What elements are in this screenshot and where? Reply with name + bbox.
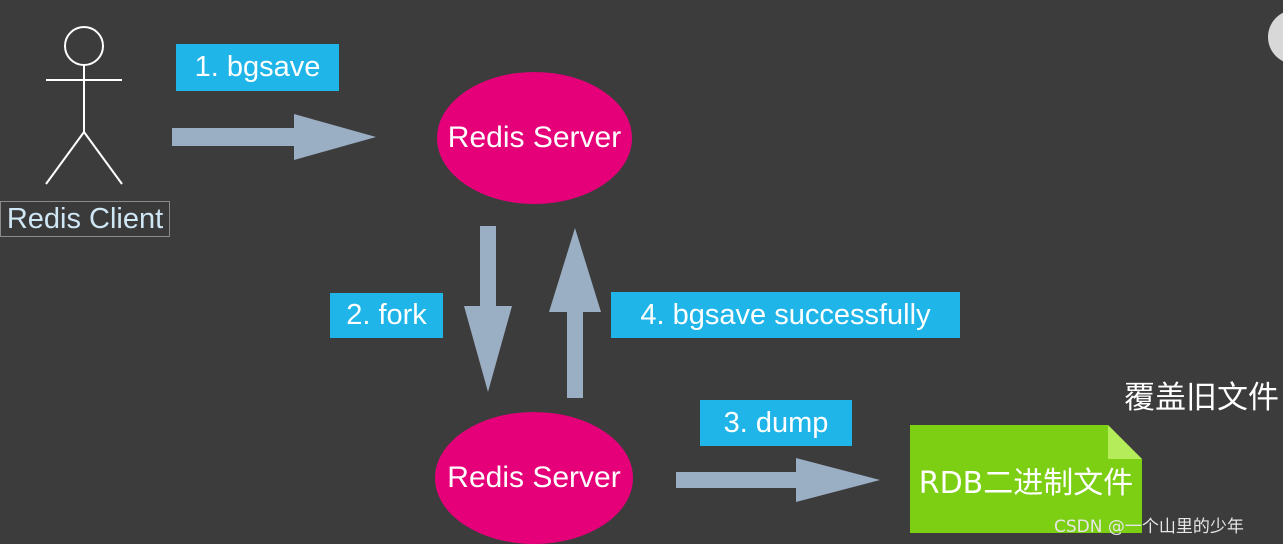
step-1-label: 1. bgsave xyxy=(176,44,339,91)
overwrite-old-file-note: 覆盖旧文件 xyxy=(1124,380,1279,416)
arrow-right-bgsave xyxy=(172,114,376,160)
csdn-watermark: CSDN @一个山里的少年 xyxy=(1054,517,1244,537)
step-4-label: 4. bgsave successfully xyxy=(611,292,960,338)
rdb-file-icon xyxy=(910,425,1142,533)
redis-client-label: Redis Client xyxy=(0,201,170,237)
arrow-up-success xyxy=(549,228,601,398)
step-2-label: 2. fork xyxy=(330,293,443,338)
arrow-down-fork xyxy=(464,226,512,392)
redis-server-bottom: Redis Server xyxy=(435,412,633,544)
step-3-label: 3. dump xyxy=(700,400,852,446)
corner-circle-icon xyxy=(1268,10,1283,64)
arrow-right-dump xyxy=(676,458,880,502)
stick-figure-icon xyxy=(45,26,123,185)
redis-server-top: Redis Server xyxy=(437,72,632,204)
rdb-file-label: RDB二进制文件 xyxy=(918,466,1134,501)
